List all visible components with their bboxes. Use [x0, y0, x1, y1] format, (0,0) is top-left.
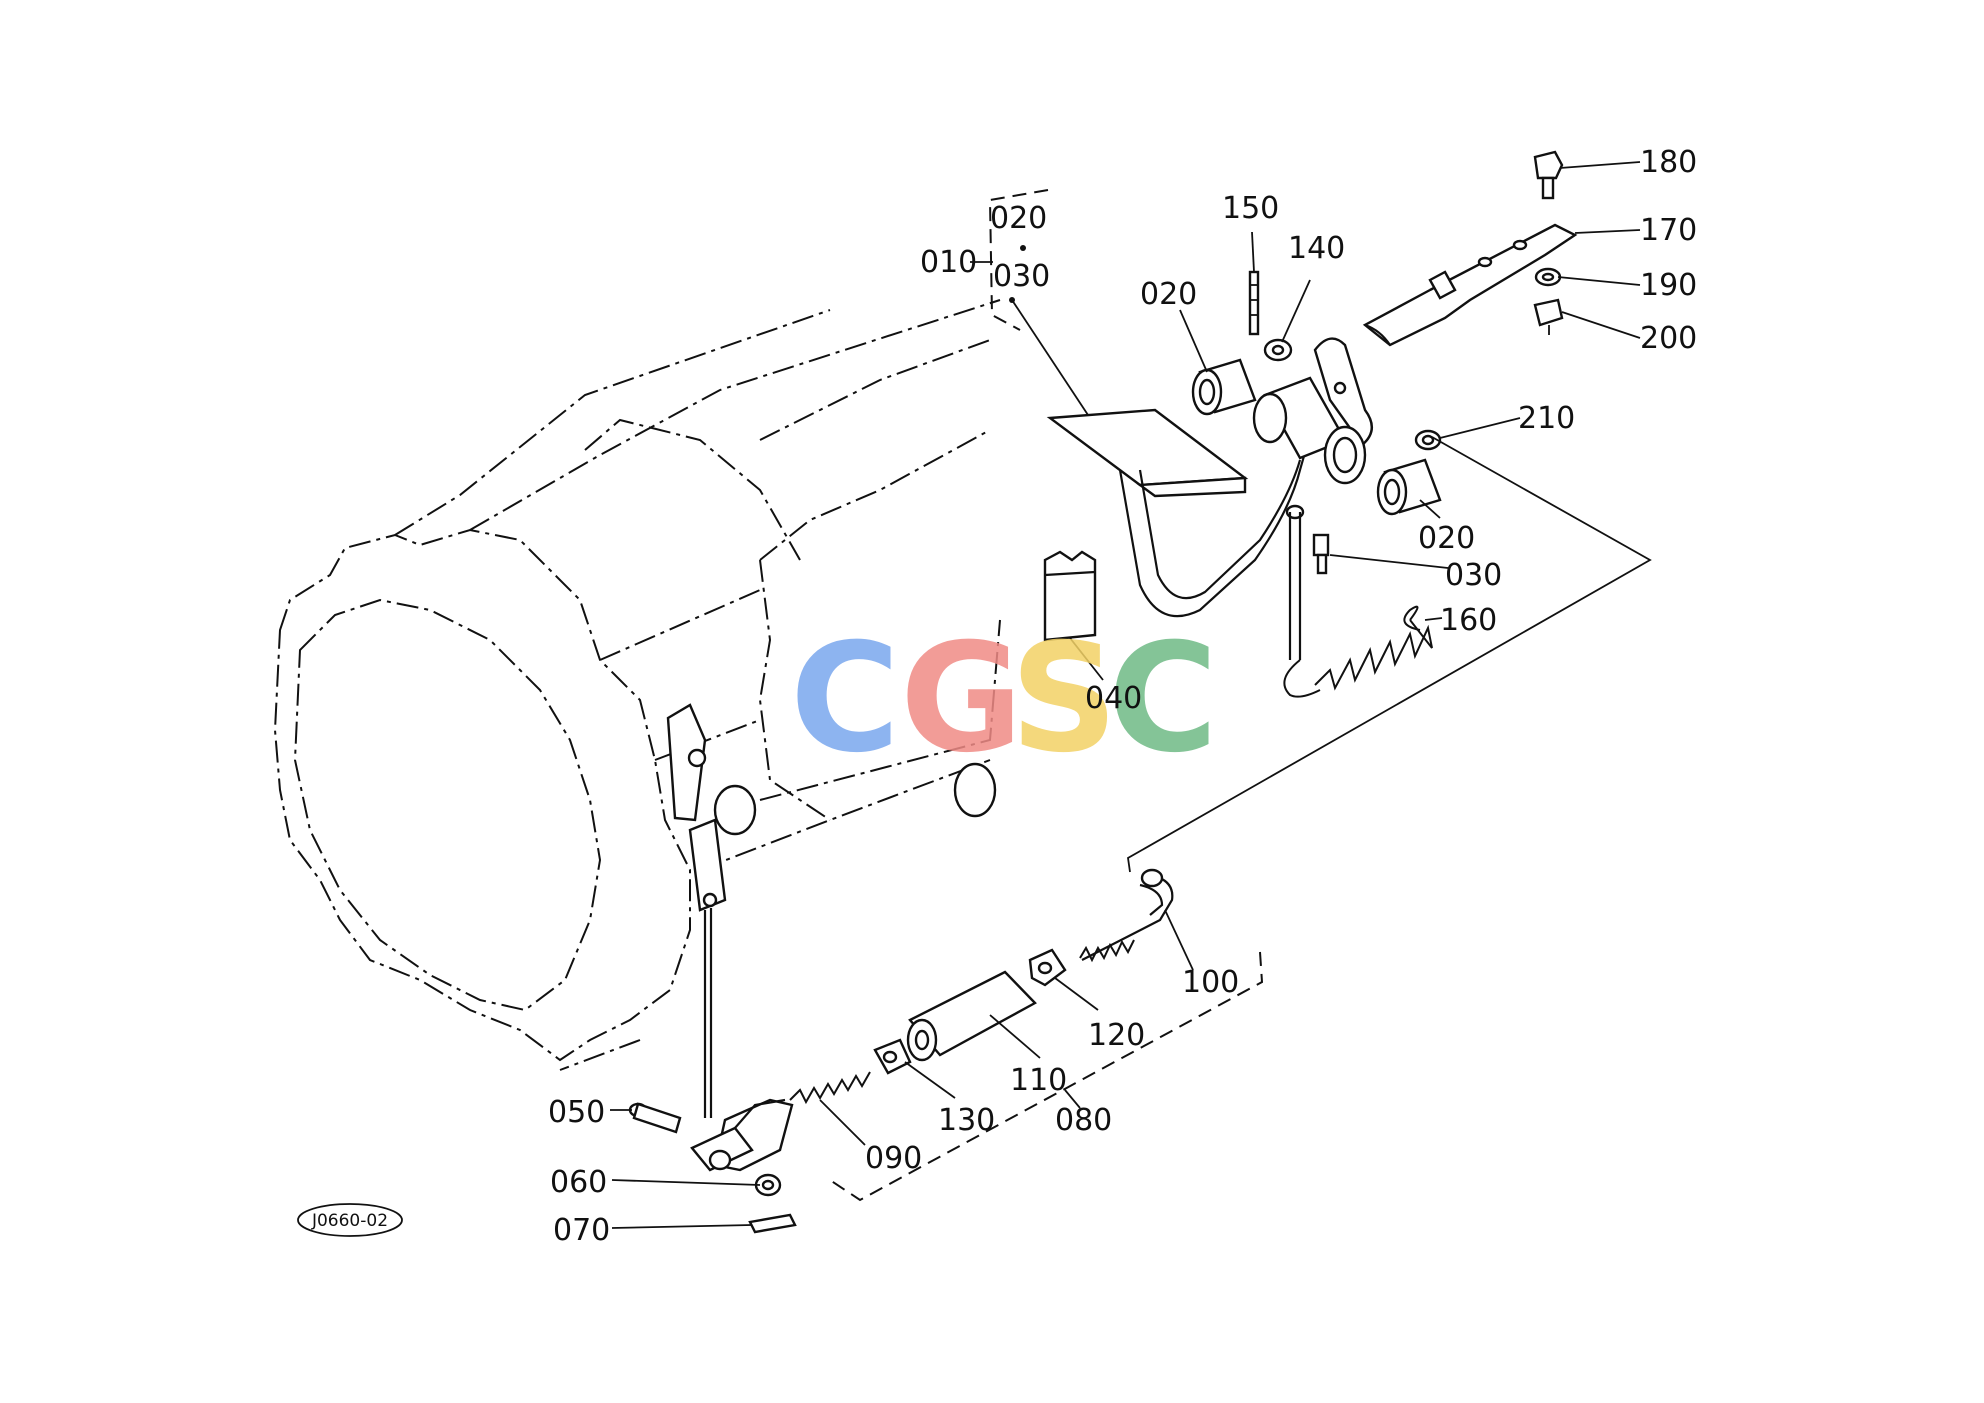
- callout-030-right: 030: [1445, 558, 1502, 593]
- diagram-code: J0660-02: [311, 1211, 388, 1231]
- assembly-line: [1127, 436, 1652, 873]
- grease-nipple-030: [1312, 533, 1330, 575]
- washer-210: [1414, 429, 1442, 451]
- clutch-pedal: [1046, 337, 1373, 660]
- transmission-housing: [273, 299, 1001, 1118]
- callout-100: 100: [1182, 965, 1239, 1000]
- washer-140: [1263, 338, 1293, 362]
- washer-190: [1534, 267, 1562, 287]
- pin-150: [1248, 270, 1260, 336]
- clevis-pin-050: [628, 1102, 682, 1134]
- callout-050: 050: [548, 1095, 605, 1130]
- watermark-letter-2: G: [900, 612, 1023, 786]
- spring-160: [1283, 605, 1433, 698]
- bushing-left: [1191, 358, 1257, 416]
- leader-lines: [610, 161, 1641, 1229]
- callout-210: 210: [1518, 401, 1575, 436]
- cotter-pin-070: [748, 1213, 797, 1234]
- lever-bracket-170: [1362, 223, 1578, 347]
- callout-080: 080: [1055, 1103, 1112, 1138]
- callout-060: 060: [550, 1165, 607, 1200]
- bushing-right: [1376, 458, 1442, 516]
- diagram-code-badge: J0660-02: [297, 1203, 403, 1237]
- callout-130: 130: [938, 1103, 995, 1138]
- callout-110: 110: [1010, 1063, 1067, 1098]
- callout-120: 120: [1088, 1018, 1145, 1053]
- watermark-letter-1: C: [790, 612, 900, 786]
- callout-030-top: 030: [993, 259, 1050, 294]
- callout-180: 180: [1640, 145, 1697, 180]
- callout-170: 170: [1640, 213, 1697, 248]
- callout-090: 090: [865, 1141, 922, 1176]
- callout-200: 200: [1640, 321, 1697, 356]
- callout-140: 140: [1288, 231, 1345, 266]
- pedal-pad-040: [1043, 550, 1097, 642]
- pedal-group-bracket: [970, 189, 1049, 331]
- callout-020-top: 020: [990, 201, 1047, 236]
- callout-020-right: 020: [1418, 521, 1475, 556]
- callout-190: 190: [1640, 268, 1697, 303]
- watermark-letter-4: C: [1108, 612, 1218, 786]
- clutch-rod-assembly: [690, 868, 1264, 1202]
- callout-020-left: 020: [1140, 277, 1197, 312]
- watermark-letter-3: S: [1010, 612, 1118, 786]
- callout-150: 150: [1222, 191, 1279, 226]
- callout-040: 040: [1085, 681, 1142, 716]
- nut-200: [1533, 298, 1564, 335]
- bolt-180: [1533, 150, 1564, 200]
- callout-labels: 010 020 030 020 150 140 180 170 190 200 …: [548, 145, 1697, 1248]
- callout-010: 010: [920, 245, 977, 280]
- callout-070: 070: [553, 1213, 610, 1248]
- watermark: C G S C: [790, 612, 1218, 786]
- callout-160: 160: [1440, 603, 1497, 638]
